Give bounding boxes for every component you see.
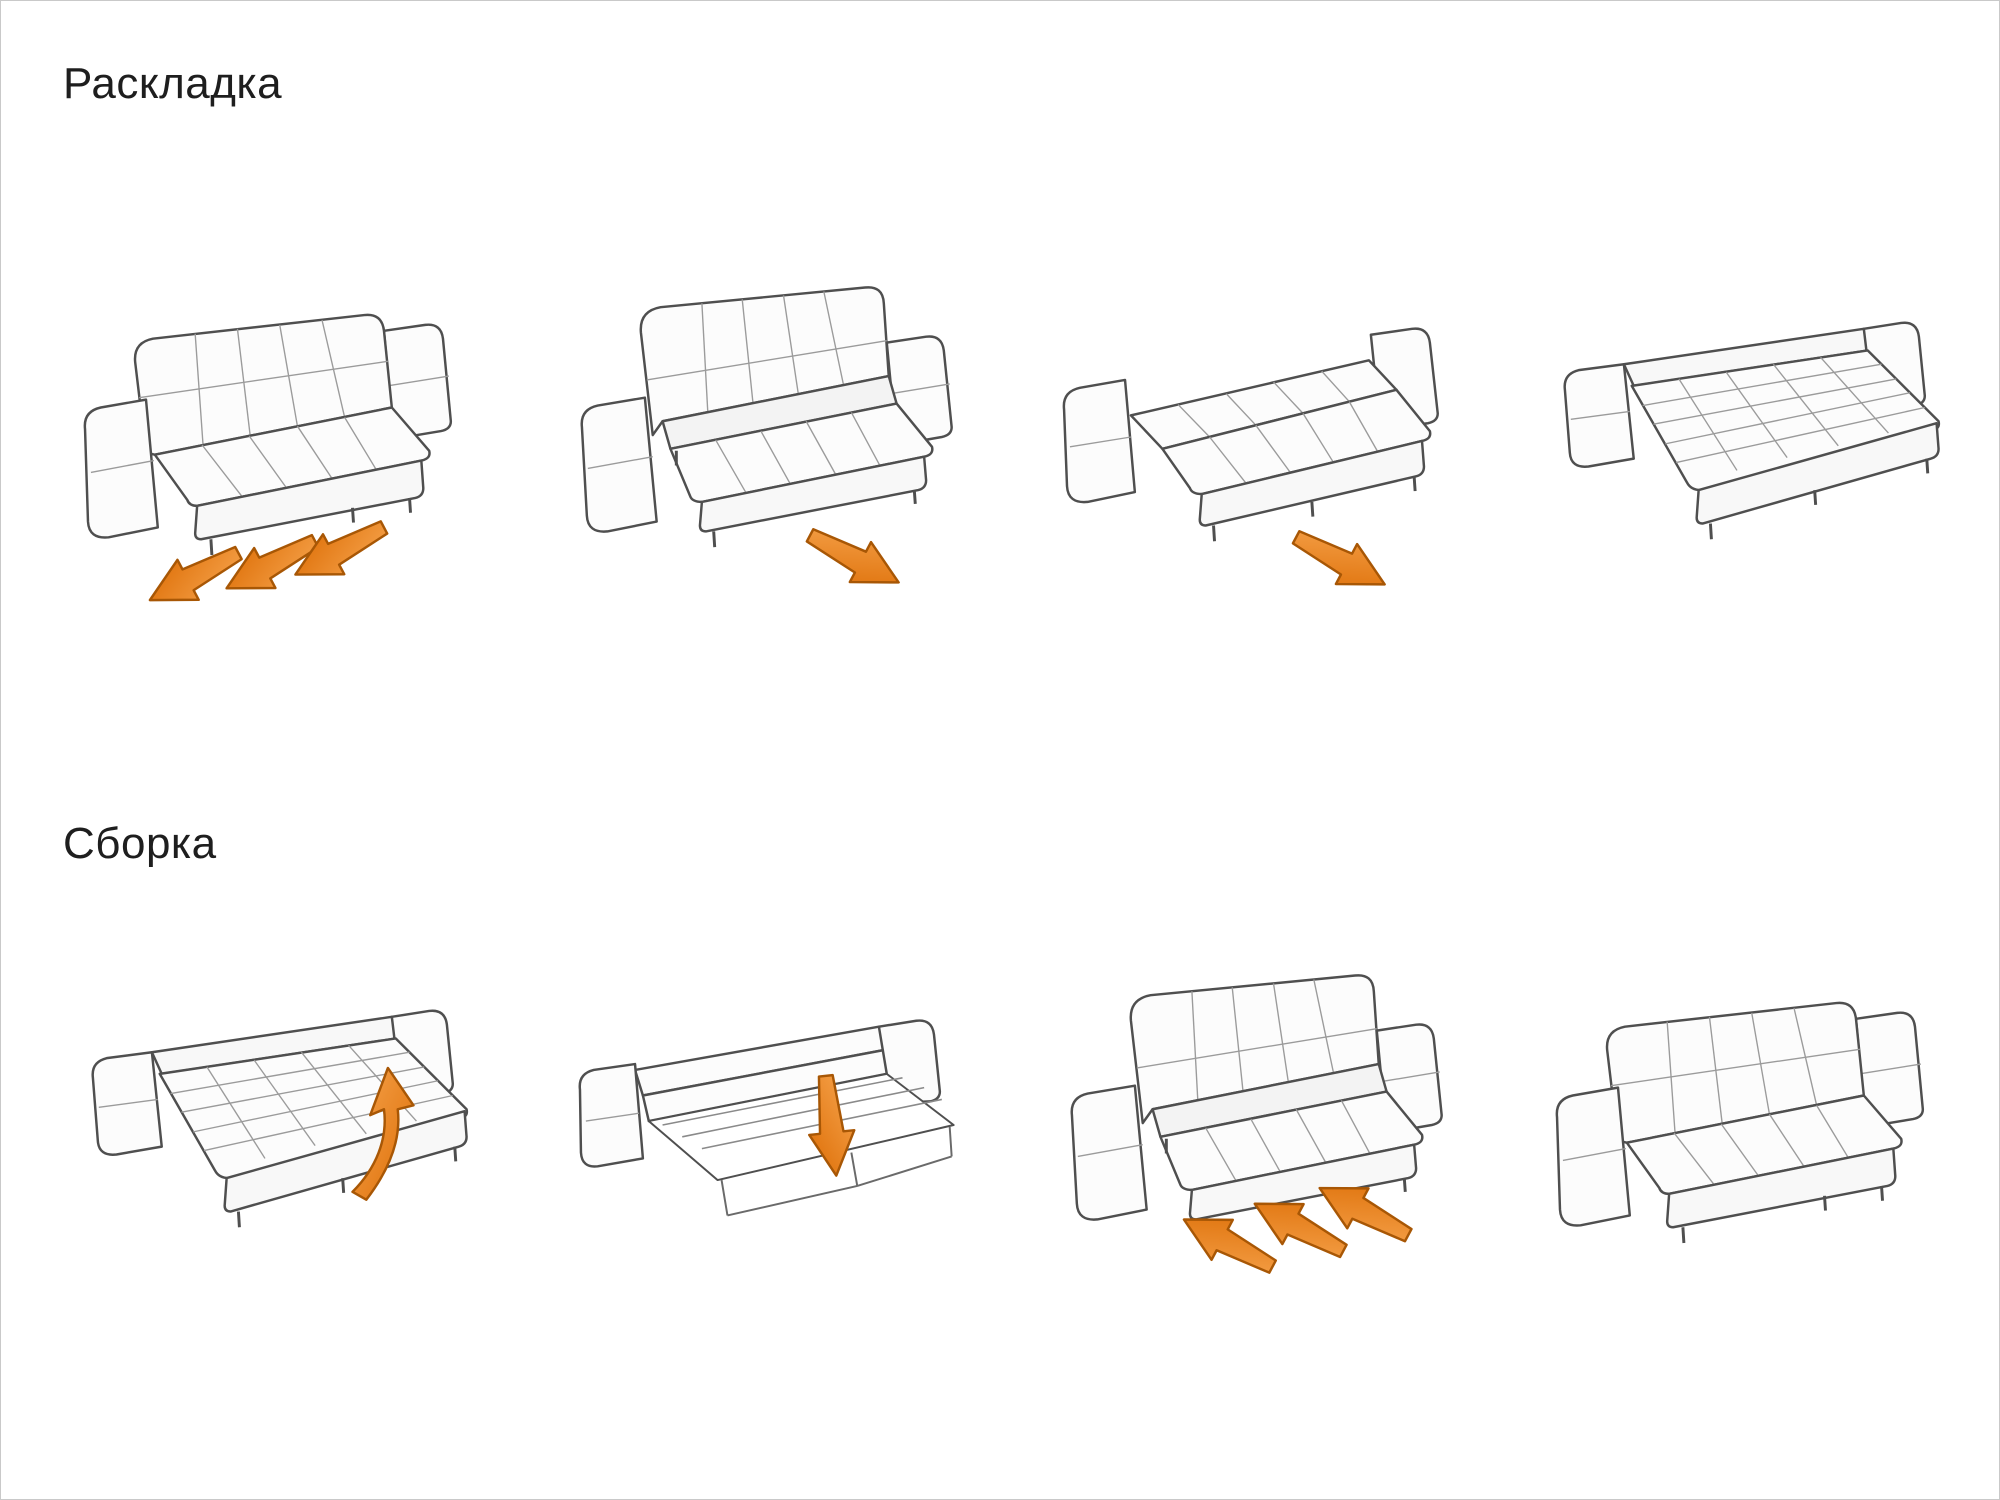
fold-section: Сборка — [1, 819, 1999, 1335]
unfold-section: Раскладка — [1, 59, 1999, 647]
fold-step-1 — [28, 915, 500, 1335]
sofa-bed-flat-lift-illustration — [91, 1009, 469, 1229]
sofa-seat-pulled-out-illustration — [580, 285, 953, 604]
sofa-frame-folding-illustration — [578, 1019, 955, 1217]
arrow-down-right-icon — [1284, 516, 1397, 606]
unfold-step-3 — [1009, 227, 1481, 647]
fold-step-2 — [519, 915, 991, 1335]
section-title-unfold: Раскладка — [63, 59, 283, 108]
section-title-fold: Сборка — [63, 819, 217, 868]
sofa-closed-illustration — [83, 313, 453, 622]
sofa-closed-illustration — [1555, 1001, 1925, 1245]
unfold-step-1 — [28, 227, 500, 647]
sofa-bed-flat-illustration — [1562, 321, 1941, 541]
fold-step-4 — [1500, 915, 1972, 1335]
unfold-step-2 — [519, 227, 991, 647]
sofa-backrest-unfolding-illustration — [1062, 327, 1440, 606]
fold-step-3 — [1009, 915, 1481, 1335]
arrow-down-left-icon — [138, 531, 251, 622]
fold-steps-row — [1, 915, 1999, 1335]
sofa-seat-pushed-in-illustration — [1070, 973, 1444, 1288]
arrow-down-right-icon — [797, 514, 911, 604]
unfold-steps-row — [1, 227, 1999, 647]
unfold-step-4 — [1500, 227, 1972, 647]
